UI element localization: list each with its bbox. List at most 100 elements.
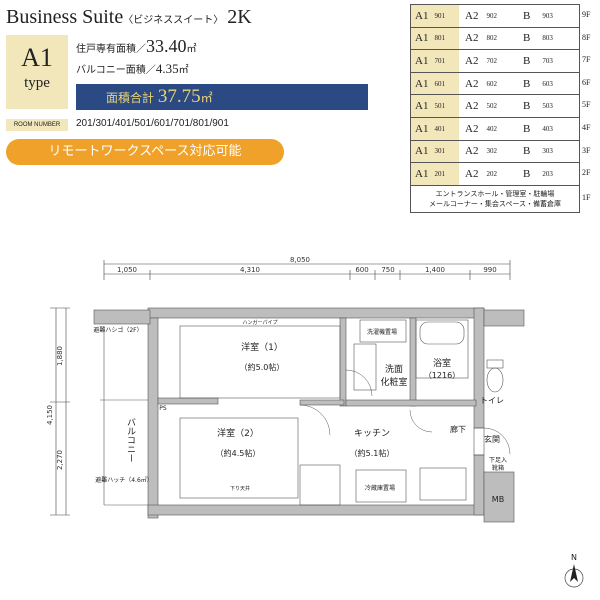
cell-a2-type: A2 xyxy=(465,100,479,113)
type-badge: A1 type xyxy=(6,35,68,109)
cell-a2-type: A2 xyxy=(465,77,479,90)
cell-a2-number: 802 xyxy=(486,34,497,43)
page-title: Business Suite〈ビジネススイート〉2K xyxy=(6,6,252,29)
balcony-area-unit: ㎡ xyxy=(178,65,189,76)
toilet-fixture xyxy=(486,359,504,393)
common-line-2: メールコーナー・集会スペース・備蓄倉庫 xyxy=(428,199,562,208)
cell-a2-number: 302 xyxy=(486,147,497,156)
ceiling-label: 下り天井 xyxy=(230,485,250,492)
shoe-label: 下足入 xyxy=(489,457,507,464)
cell-a1-type: A1 xyxy=(415,145,429,158)
dim-left-total: 4,150 xyxy=(46,405,54,425)
cell-a1-number: 401 xyxy=(434,124,445,133)
cell-b-number: 503 xyxy=(542,102,553,111)
cell-b-type: B xyxy=(523,167,531,180)
type-label: type xyxy=(24,75,50,91)
dim-left-2: 2,270 xyxy=(56,450,64,470)
compass-north: N xyxy=(571,553,577,562)
common-line-1: エントランスホール・管理室・駐輪場 xyxy=(435,189,555,198)
ps-label: PS xyxy=(159,405,167,412)
balcony-area: バルコニー面積／4.35㎡ xyxy=(76,61,189,77)
hanger-label: ハンガーパイプ xyxy=(243,319,278,326)
toilet-label: トイレ xyxy=(480,396,504,405)
type-code: A1 xyxy=(21,43,53,72)
cell-a1-number: 601 xyxy=(434,79,445,88)
cell-a1-number: 901 xyxy=(434,11,445,20)
cell-b-type: B xyxy=(523,122,531,135)
cell-a2-number: 902 xyxy=(486,11,497,20)
cell-a1-number: 501 xyxy=(434,102,445,111)
cell-b-type: B xyxy=(523,32,531,45)
washer-label: 洗濯機置場 xyxy=(367,328,397,336)
walls xyxy=(93,307,525,523)
cell-a1-type: A1 xyxy=(415,9,429,22)
door-swings xyxy=(299,369,511,455)
cell-a2-number: 502 xyxy=(486,102,497,111)
dim-total: 8,050 xyxy=(290,256,310,264)
cell-a2-type: A2 xyxy=(465,32,479,45)
cell-a1-type: A1 xyxy=(415,167,429,180)
entrance-label: 玄関 xyxy=(484,434,500,444)
interior-lines xyxy=(100,319,485,506)
private-area-label: 住戸専有面積／ xyxy=(76,44,146,55)
cell-a1: A1 301 xyxy=(411,140,459,163)
title-main: Business Suite xyxy=(6,6,124,28)
bathtub xyxy=(419,321,465,345)
cell-a2: A2 802 xyxy=(459,28,515,50)
cell-a2-number: 402 xyxy=(486,124,497,133)
cell-a2: A2 202 xyxy=(459,163,515,185)
cell-b-type: B xyxy=(523,145,531,158)
washroom-label-2: 化粧室 xyxy=(380,376,407,388)
compass-icon: N xyxy=(564,553,584,588)
title-subtitle: 〈ビジネススイート〉 xyxy=(123,14,224,26)
floor-plan: 8,050 1,050 4,310 600 750 1,400 990 4,15… xyxy=(46,256,584,588)
kitchen-size: （約5.1帖） xyxy=(350,448,395,458)
cell-a1-number: 801 xyxy=(434,34,445,43)
cell-a2-type: A2 xyxy=(465,167,479,180)
cell-a1-type: A1 xyxy=(415,122,429,135)
dim-top-3: 600 xyxy=(355,266,368,274)
private-area-unit: ㎡ xyxy=(186,44,197,55)
dim-top-5: 1,400 xyxy=(425,266,445,274)
cell-a2-number: 602 xyxy=(486,79,497,88)
floor-label: 7F xyxy=(582,55,591,65)
mb-label: MB xyxy=(492,495,504,504)
cell-b-type: B xyxy=(523,9,531,22)
cell-a1-type: A1 xyxy=(415,54,429,67)
bath-size: （1216） xyxy=(424,371,460,380)
floor-label: 8F xyxy=(582,32,591,42)
dim-top-1: 1,050 xyxy=(117,266,137,274)
remote-work-banner: リモートワークスペース対応可能 xyxy=(6,139,284,165)
floor-label: 6F xyxy=(582,77,591,87)
room-number-value: 201/301/401/501/601/701/801/901 xyxy=(76,118,229,129)
hallway-label: 廊下 xyxy=(450,424,466,434)
cell-b-number: 403 xyxy=(542,124,553,133)
cell-a2-number: 202 xyxy=(486,169,497,178)
room1-size: （約5.0帖） xyxy=(240,362,285,372)
cell-a1-number: 701 xyxy=(434,56,445,65)
cell-a1-number: 301 xyxy=(434,147,445,156)
cell-b-type: B xyxy=(523,54,531,67)
total-area-label: 面積合計 xyxy=(106,91,155,105)
cell-a1: A1 701 xyxy=(411,50,459,72)
room2-size: （約4.5帖） xyxy=(216,448,261,458)
cell-a2: A2 502 xyxy=(459,95,515,117)
balcony-area-value: 4.35 xyxy=(155,61,179,76)
total-area-value: 37.75 xyxy=(157,86,201,107)
room-number-label: ROOM NUMBER xyxy=(6,119,68,131)
cell-a2: A2 602 xyxy=(459,73,515,95)
floor-label-common: 1F xyxy=(582,192,591,202)
